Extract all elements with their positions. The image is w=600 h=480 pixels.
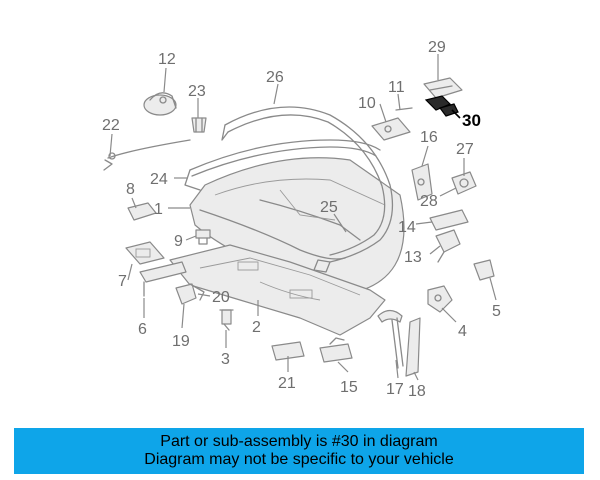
callout-3: 3	[221, 351, 230, 368]
callout-25: 25	[320, 199, 338, 216]
info-banner: Part or sub-assembly is #30 in diagram D…	[14, 428, 584, 474]
callout-18: 18	[408, 383, 426, 400]
callout-10: 10	[358, 95, 376, 112]
parts-diagram: 1 2 3 4 5 6 7 8 9 10 11 12 13 14 15 16 1…	[102, 39, 501, 400]
rod-part	[377, 309, 404, 369]
bumper-part	[195, 229, 211, 245]
callout-30-highlighted: 30	[462, 111, 481, 130]
callout-20: 20	[212, 289, 230, 306]
callout-22: 22	[102, 117, 120, 134]
callout-29: 29	[428, 39, 446, 56]
bolt-part	[219, 309, 234, 331]
callout-28: 28	[420, 193, 438, 210]
bracket-part	[139, 261, 187, 297]
callout-17: 17	[386, 381, 404, 398]
trim-panel-part	[169, 244, 386, 336]
callout-19: 19	[172, 333, 190, 350]
callout-1: 1	[154, 201, 163, 218]
callout-16: 16	[420, 129, 438, 146]
callout-12: 12	[158, 51, 176, 68]
cable-part	[103, 139, 191, 171]
callout-2: 2	[252, 319, 261, 336]
callout-11: 11	[388, 79, 405, 96]
pad-part	[127, 202, 157, 221]
callout-15: 15	[340, 379, 358, 396]
callout-6: 6	[138, 321, 147, 338]
callout-7: 7	[118, 273, 127, 290]
retainer-part	[473, 259, 495, 281]
cover-part	[423, 77, 463, 99]
plate-part	[271, 341, 305, 361]
hinge-arm-part	[405, 317, 421, 377]
callout-8: 8	[126, 181, 135, 198]
callout-24: 24	[150, 171, 168, 188]
callout-labels: 1 2 3 4 5 6 7 8 9 10 11 12 13 14 15 16 1…	[102, 39, 501, 400]
callout-14: 14	[398, 219, 416, 236]
callout-9: 9	[174, 233, 183, 250]
latch-part	[427, 285, 453, 313]
highlighted-part-30	[424, 95, 459, 117]
weatherstrip-part	[221, 106, 394, 273]
mount-bracket-part	[429, 209, 469, 231]
switch-part	[371, 107, 413, 141]
hinge-part	[411, 163, 433, 201]
leader-lines	[109, 54, 497, 381]
callout-4: 4	[458, 323, 467, 340]
latch-bracket-part	[175, 283, 205, 305]
callout-27: 27	[456, 141, 474, 158]
callout-21: 21	[278, 375, 296, 392]
callout-23: 23	[188, 83, 206, 100]
lamp-housing-part	[143, 92, 177, 116]
clip-part	[191, 117, 207, 133]
banner-line-1: Part or sub-assembly is #30 in diagram	[160, 433, 438, 450]
banner-line-2: Diagram may not be specific to your vehi…	[144, 451, 454, 468]
block-part	[319, 337, 353, 363]
tray-part	[125, 241, 165, 265]
motor-part	[435, 229, 461, 263]
callout-26: 26	[266, 69, 284, 86]
callout-13: 13	[404, 249, 422, 266]
callout-5: 5	[492, 303, 501, 320]
